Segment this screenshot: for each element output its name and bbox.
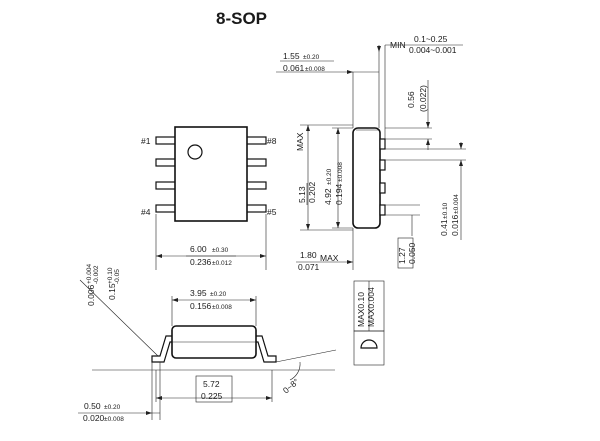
lead-left-2 (155, 158, 177, 167)
side-lead-3 (379, 182, 386, 194)
svg-text:5.13: 5.13 (297, 186, 307, 203)
svg-text:0~8°: 0~8° (281, 376, 301, 395)
side-view: 5.13 0.202 MAX 4.92 ±0.20 0.194 ±0.008 1… (276, 34, 466, 272)
top-view: #1 #4 #8 #5 6.00 ±0.30 0.236 ±0.012 (141, 126, 277, 270)
svg-text:0.071: 0.071 (298, 262, 320, 272)
lead-left-1 (155, 136, 177, 145)
svg-text:0.050: 0.050 (407, 242, 417, 264)
svg-text:(0.022): (0.022) (418, 85, 428, 112)
svg-text:+0.10: +0.10 (107, 267, 114, 284)
svg-text:±0.20: ±0.20 (104, 404, 121, 411)
pin1-marker-icon (187, 144, 203, 160)
svg-text:0.1~0.25: 0.1~0.25 (414, 34, 448, 44)
svg-text:±0.20: ±0.20 (326, 168, 333, 185)
svg-text:-0.002: -0.002 (93, 265, 100, 284)
dim-lead-span: 5.72 0.225 (201, 379, 223, 401)
coplanarity-block: MAX0.10 MAX0.004 (353, 280, 385, 366)
dim-overall-width: 6.00 ±0.30 0.236 ±0.012 (190, 244, 232, 267)
side-lead-4 (379, 204, 386, 216)
svg-text:±0.012: ±0.012 (212, 260, 232, 267)
svg-text:0.225: 0.225 (201, 391, 223, 401)
dim-foot-length: 0.50 ±0.20 0.020 ±0.008 (83, 401, 124, 423)
svg-text:0.194: 0.194 (334, 183, 344, 205)
dim-side-max: 1.80 0.071 MAX (298, 250, 339, 272)
pin-label-5: #5 (267, 207, 277, 217)
svg-text:+0.004: +0.004 (86, 264, 93, 284)
svg-text:MAX0.004: MAX0.004 (366, 287, 376, 327)
svg-text:±0.008: ±0.008 (104, 416, 124, 423)
svg-text:6.00: 6.00 (190, 244, 207, 254)
dim-lead-width: 0.41 ±0.10 0.016 ±0.004 (439, 194, 460, 236)
dim-body-length: 4.92 ±0.20 0.194 ±0.008 (323, 162, 344, 205)
lead-right-6 (245, 181, 267, 190)
side-lead-1 (379, 138, 386, 150)
svg-text:0.006: 0.006 (86, 284, 96, 306)
lead-left-3 (155, 181, 177, 190)
svg-text:±0.20: ±0.20 (303, 54, 320, 61)
lead-left-4 (155, 204, 177, 213)
svg-text:0.236: 0.236 (190, 257, 212, 267)
lead-right-7 (245, 158, 267, 167)
svg-text:0.15: 0.15 (107, 283, 117, 300)
dim-min-standoff: MIN 0.1~0.25 0.004~0.001 (390, 34, 457, 55)
svg-text:±0.20: ±0.20 (210, 291, 227, 298)
svg-text:MIN: MIN (390, 40, 406, 50)
svg-text:MAX0.10: MAX0.10 (356, 292, 366, 327)
svg-text:±0.30: ±0.30 (212, 247, 229, 254)
dim-span-box (195, 375, 233, 403)
svg-text:0.061: 0.061 (283, 63, 305, 73)
flatness-symbol-icon (360, 339, 378, 349)
dim-lead-thickness: 0.006 +0.004 -0.002 0.15 +0.10 -0.05 (86, 264, 121, 306)
svg-text:0.41: 0.41 (439, 219, 449, 236)
svg-text:0.202: 0.202 (307, 181, 317, 203)
dim-lead-angle: 0~8° (281, 376, 301, 395)
lead-right-8 (245, 136, 267, 145)
package-body-side (352, 127, 381, 229)
svg-text:0.020: 0.020 (83, 413, 105, 423)
svg-text:0.016: 0.016 (450, 214, 460, 236)
svg-text:3.95: 3.95 (190, 288, 207, 298)
svg-text:1.80: 1.80 (300, 250, 317, 260)
svg-text:0.56: 0.56 (406, 91, 416, 108)
pin-label-8: #8 (267, 136, 277, 146)
pin-label-4: #4 (141, 207, 151, 217)
diagram-title: 8-SOP (216, 9, 267, 28)
svg-text:0.156: 0.156 (190, 301, 212, 311)
dim-max-height: 5.13 0.202 MAX (295, 132, 317, 205)
svg-text:MAX: MAX (295, 132, 305, 151)
svg-text:±0.008: ±0.008 (337, 162, 344, 182)
package-body-top (174, 126, 248, 222)
dim-top-length: 1.55 ±0.20 0.061 ±0.008 (280, 51, 334, 73)
svg-text:1.27: 1.27 (397, 247, 407, 264)
svg-text:MAX: MAX (320, 253, 339, 263)
lead-right-5 (245, 204, 267, 213)
svg-text:±0.008: ±0.008 (212, 304, 232, 311)
svg-text:0.50: 0.50 (84, 401, 101, 411)
svg-text:±0.008: ±0.008 (305, 66, 325, 73)
dim-pitch: 1.27 0.050 (397, 242, 417, 264)
dim-pitch-box (397, 237, 414, 269)
side-lead-2 (379, 159, 386, 171)
svg-text:-0.05: -0.05 (114, 269, 121, 284)
svg-text:0.004~0.001: 0.004~0.001 (409, 45, 457, 55)
dim-gap: 0.56 (0.022) (406, 85, 428, 112)
front-lead-left (151, 335, 172, 363)
svg-text:±0.10: ±0.10 (442, 202, 449, 219)
svg-text:4.92: 4.92 (323, 188, 333, 205)
front-view: 3.95 ±0.20 0.156 ±0.008 0.006 +0.004 -0.… (78, 264, 337, 423)
svg-text:±0.004: ±0.004 (453, 194, 460, 214)
dim-body-width: 3.95 ±0.20 0.156 ±0.008 (190, 288, 232, 311)
svg-text:5.72: 5.72 (203, 379, 220, 389)
front-lead-right (256, 335, 277, 363)
svg-text:1.55: 1.55 (283, 51, 300, 61)
pin-label-1: #1 (141, 136, 151, 146)
